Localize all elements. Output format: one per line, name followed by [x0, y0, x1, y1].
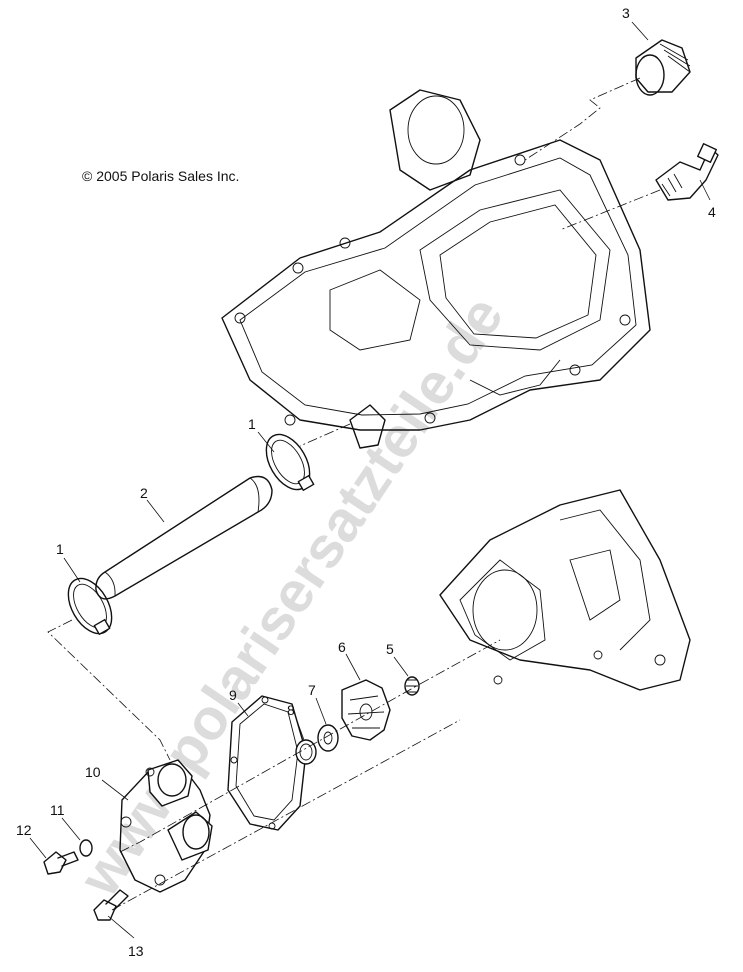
part-3-thermostat-cap [635, 39, 691, 96]
callout-1-upper: 1 [248, 416, 256, 432]
part-11-washer [79, 839, 93, 857]
callout-labels: 1 2 1 3 4 5 6 7 8 9 10 11 12 13 [16, 5, 716, 959]
part-4-temp-sensor [655, 142, 719, 201]
callout-13: 13 [128, 943, 144, 959]
copyright-text: © 2005 Polaris Sales Inc. [82, 168, 239, 184]
part-13-bolt [93, 889, 129, 921]
callout-4: 4 [708, 204, 716, 220]
callout-7: 7 [308, 682, 316, 698]
callout-3: 3 [622, 5, 630, 21]
callout-2: 2 [140, 485, 148, 501]
part-2-coolant-hose [95, 475, 273, 600]
part-12-bolt [43, 851, 79, 875]
assembly-lines [47, 77, 661, 911]
part-6-impeller [341, 679, 391, 741]
part-5-nut [404, 676, 420, 696]
part-1-hose-clamp-lower [67, 577, 113, 636]
cylinder-head [221, 89, 651, 449]
part-7-washer [317, 724, 339, 752]
callout-10: 10 [85, 764, 101, 780]
callout-6: 6 [338, 639, 346, 655]
part-1-hose-clamp-upper [265, 433, 315, 492]
part-10-water-pump-cover [119, 759, 213, 893]
callout-8: 8 [287, 702, 295, 718]
callout-12: 12 [16, 822, 32, 838]
crankcase [439, 489, 691, 691]
part-8-seal [295, 739, 317, 765]
callout-11: 11 [50, 802, 65, 818]
part-9-gasket [227, 695, 307, 831]
callout-9: 9 [229, 687, 237, 703]
leader-lines [29, 21, 711, 939]
callout-5: 5 [386, 641, 394, 657]
callout-1-lower: 1 [56, 541, 64, 557]
